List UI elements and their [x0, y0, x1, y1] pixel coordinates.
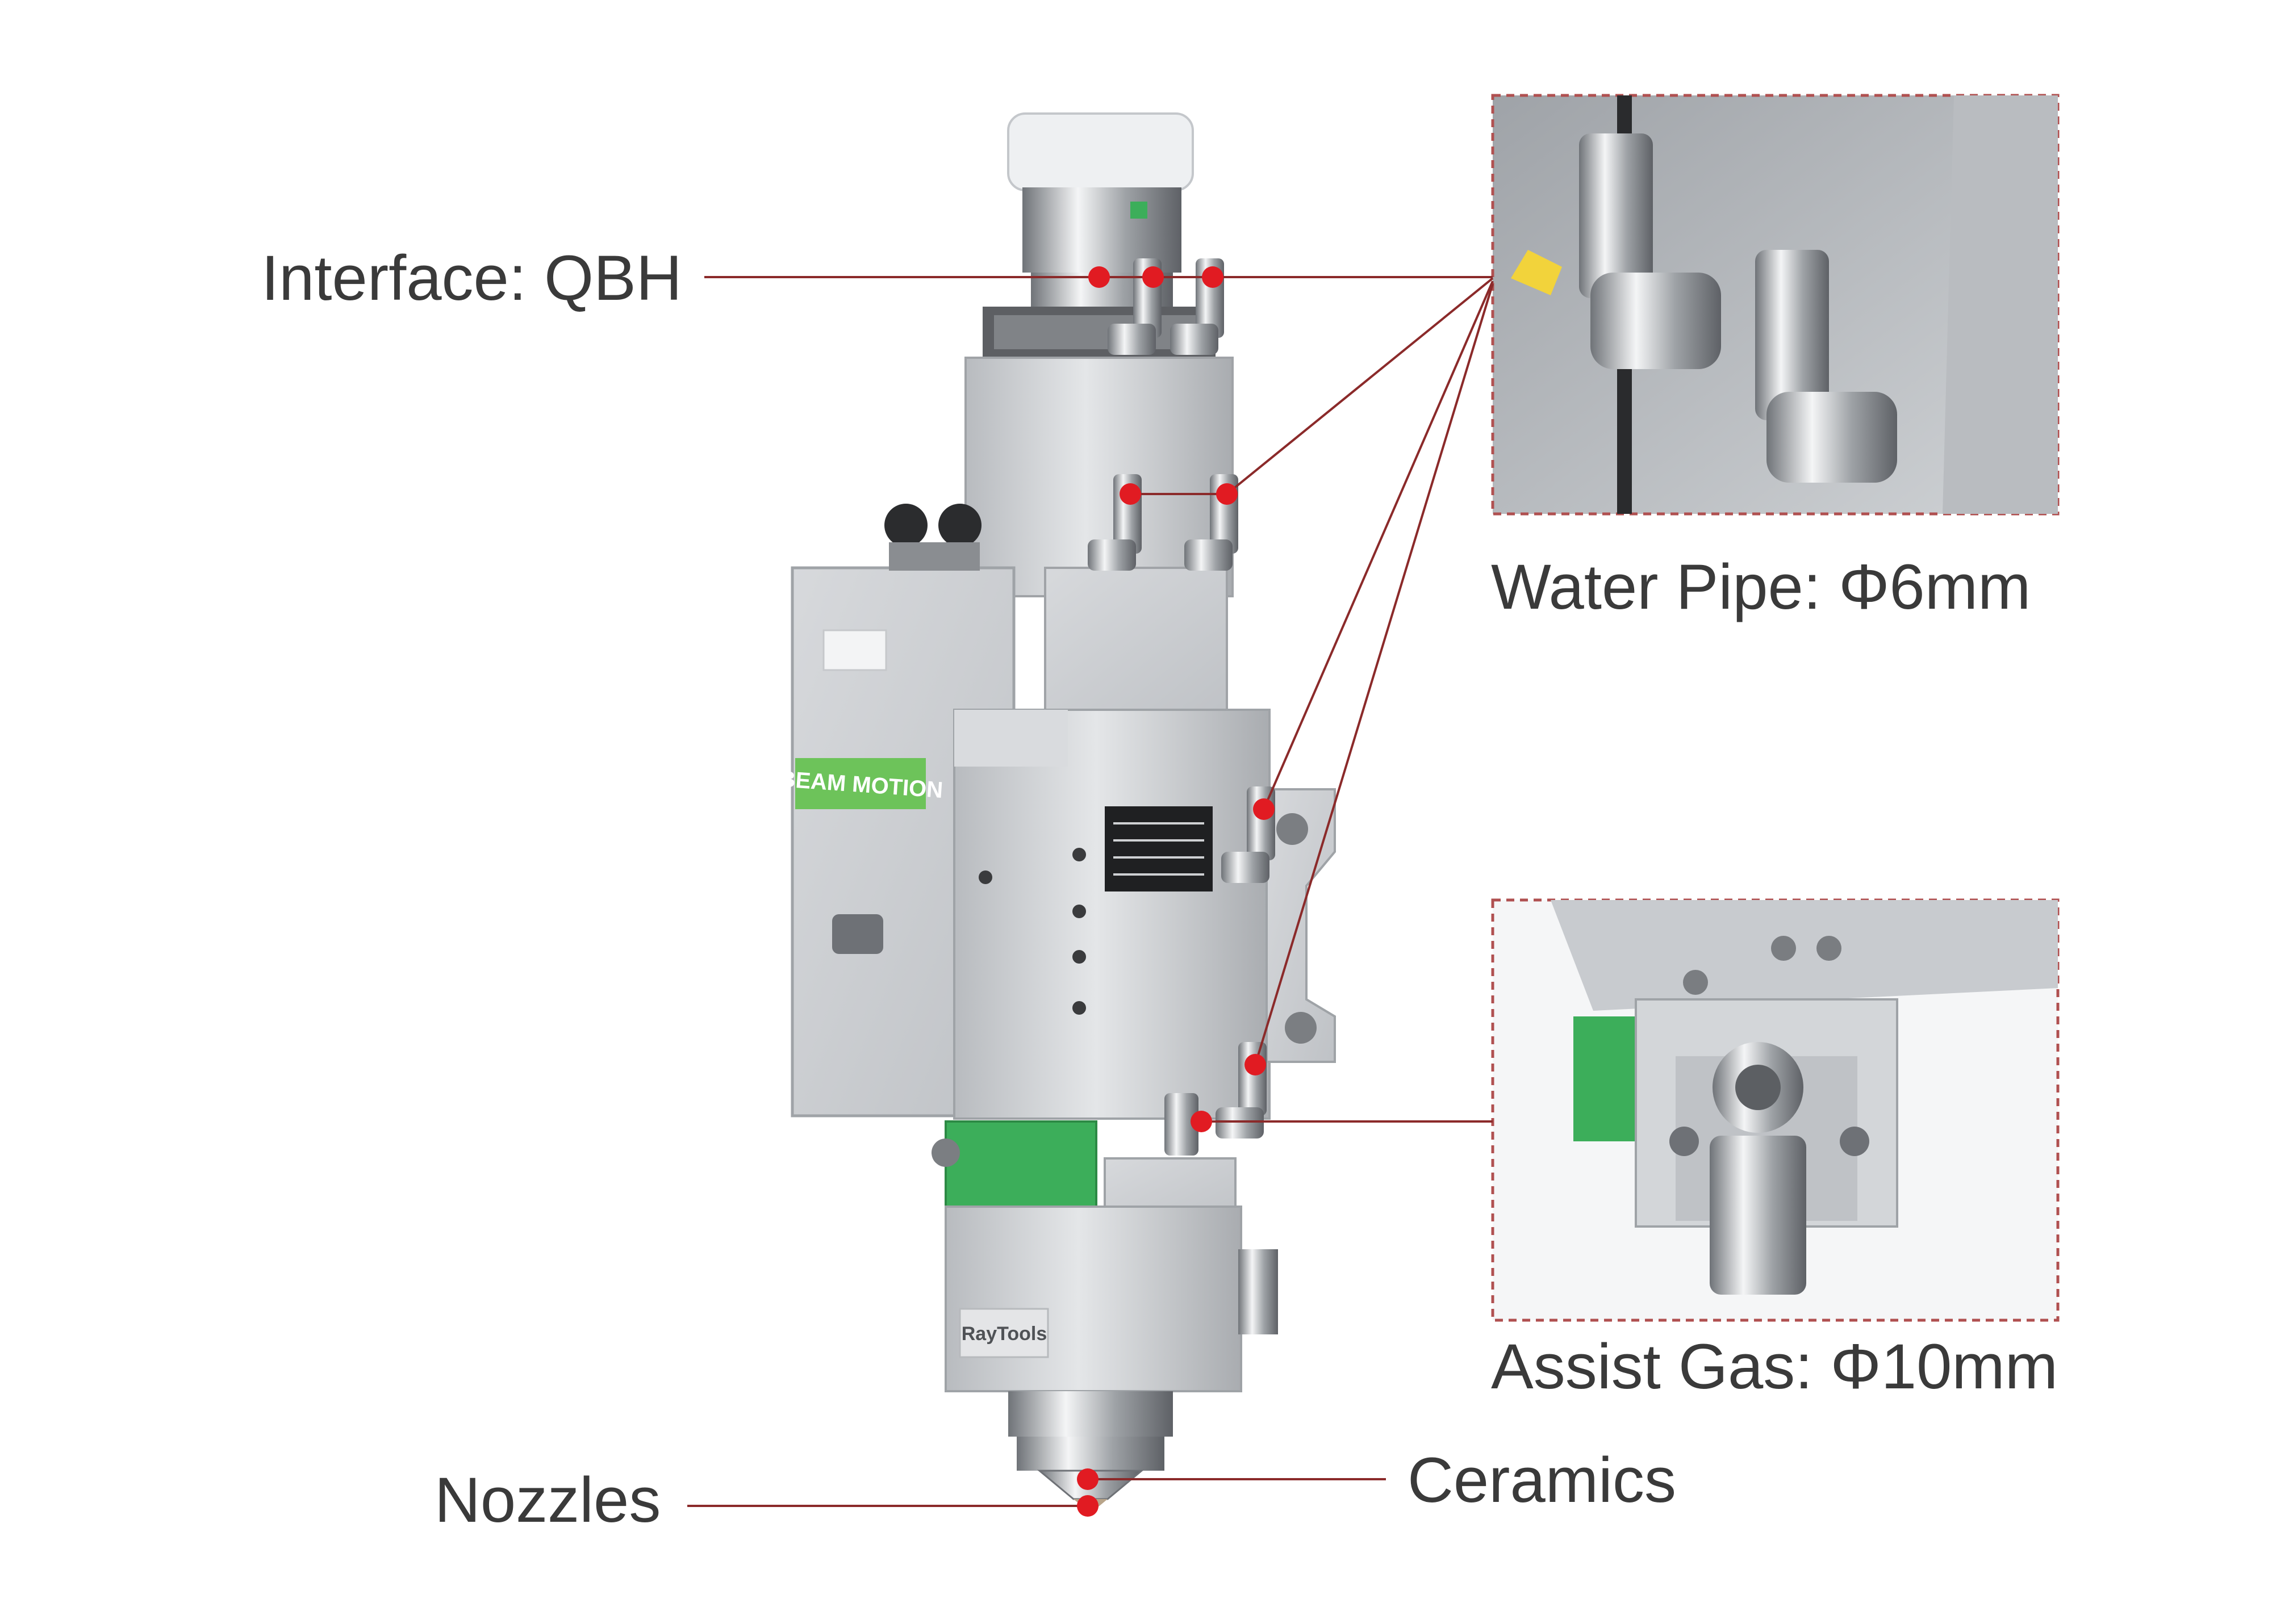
middle-block: [1044, 567, 1228, 717]
raytools-logo: RayTools: [962, 1323, 1047, 1345]
callout-dots: [1077, 266, 1275, 1517]
lower-body: [945, 1206, 1242, 1392]
qbh-fitting-dot-right: [1202, 266, 1223, 288]
bracket-water-fitting: [1247, 786, 1275, 860]
ceramic-ring: [1017, 1437, 1164, 1471]
serial-plate: [1105, 806, 1213, 891]
qbh-dot: [1088, 266, 1110, 288]
water-dot-right: [1216, 483, 1238, 505]
water-leader-1: [1226, 277, 1494, 495]
assist-gas-inset: [1491, 898, 2060, 1322]
assist-gas-fitting: [1164, 1093, 1198, 1156]
qbh-indicator: [1130, 202, 1147, 219]
nozzles-dot: [1077, 1495, 1099, 1517]
assist-gas-dot: [1191, 1111, 1212, 1132]
water-pipe-label: Water Pipe: Φ6mm: [1491, 551, 2031, 622]
water-dot-lower: [1244, 1054, 1266, 1075]
assist-gas-label: Assist Gas: Φ10mm: [1491, 1331, 2058, 1402]
connector-knob-left: [884, 504, 928, 547]
side-window: [822, 629, 887, 671]
inset-fitting-left: [1579, 133, 1653, 298]
water-leader-2: [1263, 281, 1494, 810]
water-dot-left: [1120, 483, 1141, 505]
nozzle-housing: [1008, 1391, 1173, 1437]
nozzles-label: Nozzles: [435, 1464, 661, 1535]
side-port: [832, 914, 883, 954]
inset-gas-fitting: [1710, 1136, 1806, 1295]
beam-motion-badge: [795, 758, 926, 809]
main-body: [953, 709, 1271, 1120]
callout-lines: [687, 276, 1494, 1507]
water-pipe-inset: [1491, 94, 2060, 516]
inset-fitting-right: [1755, 250, 1829, 420]
connector-knob-right: [938, 504, 982, 547]
lower-water-fitting: [1238, 1042, 1267, 1116]
ceramics-dot: [1077, 1468, 1099, 1490]
laser-head: BEAM MOTION RayTools: [778, 112, 1336, 1513]
interface-label: Interface: QBH: [261, 242, 682, 313]
water-leader-3: [1254, 283, 1494, 1065]
green-sensor-band: [945, 1120, 1097, 1208]
water-dot-bracket: [1253, 798, 1275, 820]
ceramics-label: Ceramics: [1408, 1445, 1676, 1516]
qbh-fitting-dot-left: [1142, 266, 1164, 288]
qbh-cap: [1007, 112, 1194, 191]
raytools-plate: [959, 1308, 1049, 1358]
